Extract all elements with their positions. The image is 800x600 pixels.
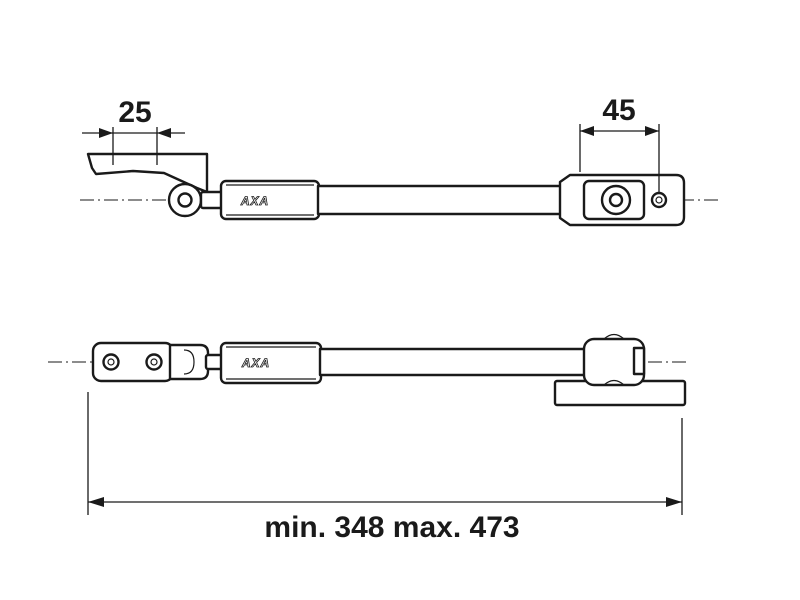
side-rod xyxy=(318,347,588,377)
top-brand-label: AXA xyxy=(240,194,269,208)
dim-overall-arrow-left xyxy=(88,497,104,507)
side-left-screw-hole-2 xyxy=(145,353,163,371)
top-view: AXA 25 45 xyxy=(80,94,722,227)
top-sleeve xyxy=(219,179,321,221)
dimension-label-25: 25 xyxy=(118,96,151,129)
dim-45-arrow-right xyxy=(645,126,659,136)
top-socket-hole xyxy=(608,192,624,208)
side-hinge-knuckle xyxy=(168,343,210,381)
dim-overall-arrow-right xyxy=(666,497,682,507)
top-left-bracket-plate xyxy=(86,152,209,194)
side-left-screw-hole-1 xyxy=(102,353,120,371)
dimension-45: 45 xyxy=(579,94,660,192)
top-pivot-hole xyxy=(177,192,193,208)
side-brand-label: AXA xyxy=(241,356,270,370)
dim-25-arrow-right xyxy=(157,128,171,138)
dim-25-arrow-left xyxy=(99,128,113,138)
dimension-overall: min. 348 max. 473 xyxy=(87,392,683,544)
dimension-label-45: 45 xyxy=(602,94,635,127)
dimension-25: 25 xyxy=(82,96,185,165)
side-view: AXA min. 348 max. 473 xyxy=(48,333,688,544)
top-pivot-link xyxy=(199,190,225,210)
dimension-label-overall: min. 348 max. 473 xyxy=(264,511,519,544)
top-rod xyxy=(316,184,570,216)
side-clamp-tongue xyxy=(632,346,646,376)
dim-45-arrow-left xyxy=(580,126,594,136)
side-sleeve xyxy=(219,341,323,385)
top-screw-hole xyxy=(650,191,668,209)
